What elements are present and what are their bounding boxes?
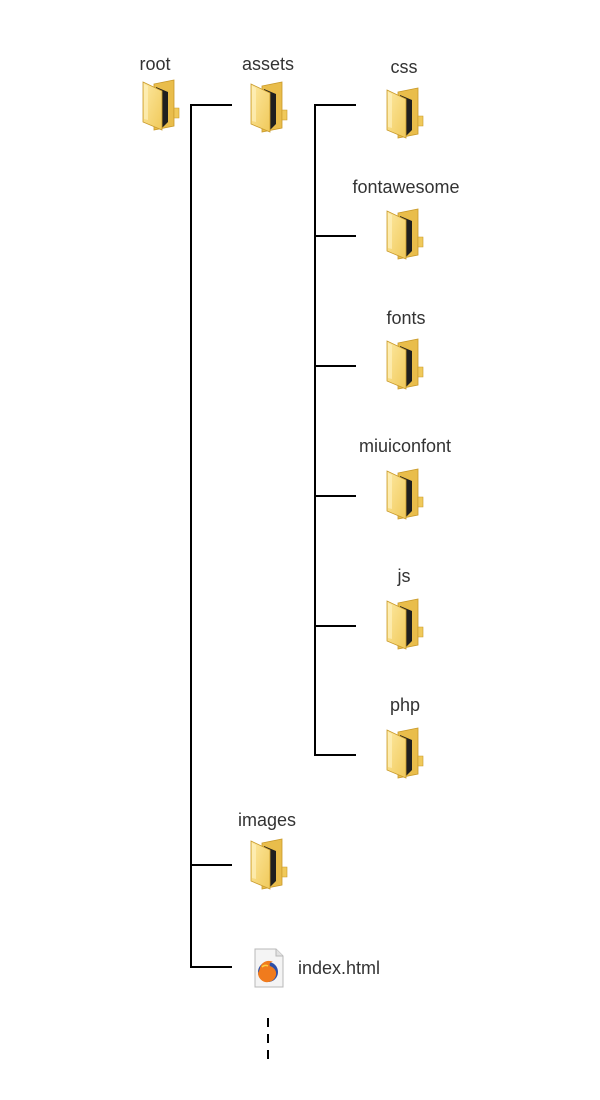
firefox-html-file-icon[interactable]	[252, 948, 286, 988]
connector-assets-to-php	[314, 754, 356, 756]
folder-label-root: root	[139, 54, 171, 74]
connector-assets-to-fontawesome	[314, 235, 356, 237]
folder-icon[interactable]	[384, 86, 424, 140]
folder-icon[interactable]	[140, 78, 180, 132]
continuation-dashed-line	[267, 1018, 269, 1062]
folder-label-php: php	[389, 695, 421, 715]
connector-assets-to-fonts	[314, 365, 356, 367]
connector-assets-to-miuiconfont	[314, 495, 356, 497]
folder-label-miuiconfont: miuiconfont	[358, 436, 452, 456]
folder-icon[interactable]	[384, 597, 424, 651]
connector-assets-vertical	[314, 104, 316, 756]
folder-icon[interactable]	[248, 80, 288, 134]
folder-label-css: css	[390, 57, 418, 77]
folder-icon[interactable]	[384, 207, 424, 261]
folder-label-fonts: fonts	[386, 308, 426, 328]
connector-assets-to-js	[314, 625, 356, 627]
folder-label-js: js	[397, 566, 411, 586]
connector-root-vertical	[190, 104, 192, 968]
connector-root-to-assets	[190, 104, 232, 106]
connector-root-to-images	[190, 864, 232, 866]
folder-icon[interactable]	[384, 337, 424, 391]
folder-icon[interactable]	[248, 837, 288, 891]
file-label-index-html: index.html	[298, 958, 381, 978]
folder-icon[interactable]	[384, 726, 424, 780]
connector-root-to-index	[190, 966, 232, 968]
folder-icon[interactable]	[384, 467, 424, 521]
folder-label-assets: assets	[241, 54, 295, 74]
folder-label-fontawesome: fontawesome	[352, 177, 460, 197]
connector-assets-to-css	[314, 104, 356, 106]
folder-label-images: images	[237, 810, 297, 830]
